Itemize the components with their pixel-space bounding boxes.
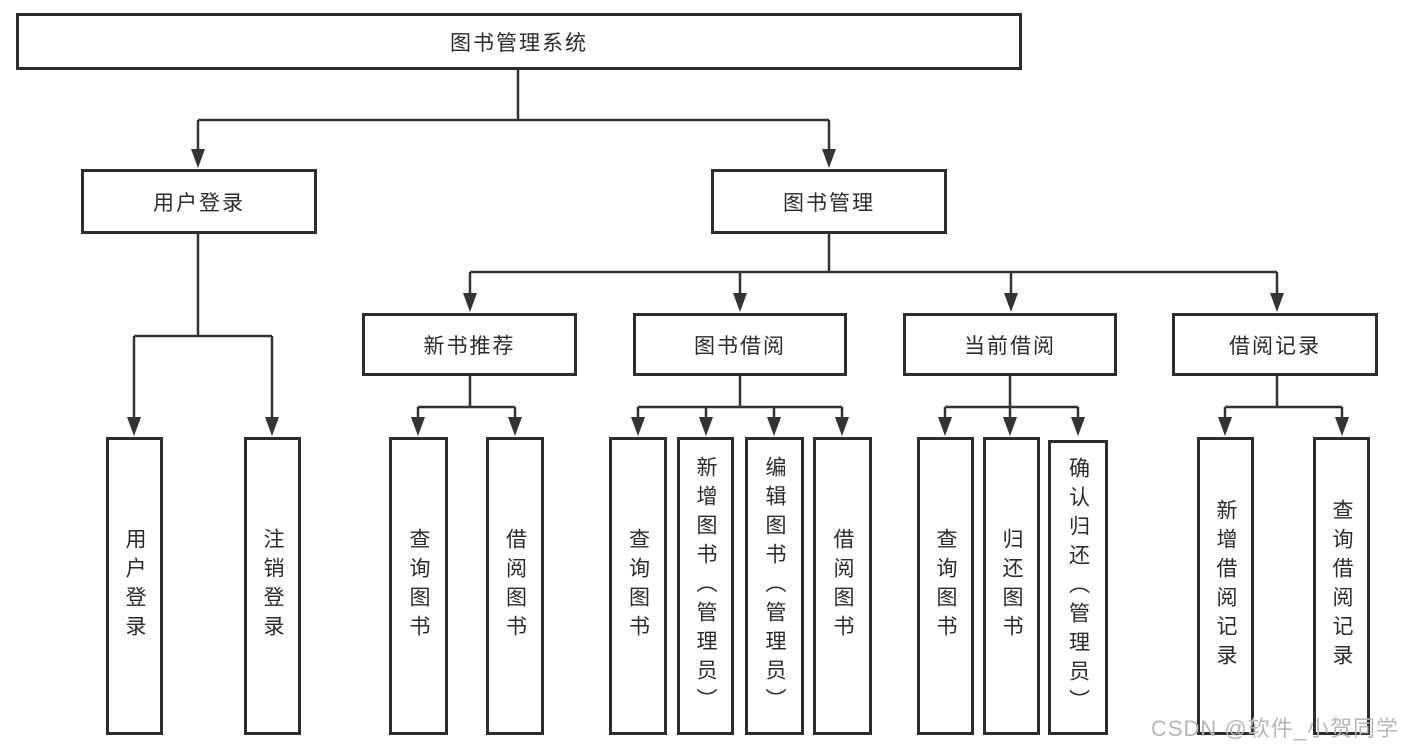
leaf-confirm-return-admin: 确认归还（管理员） bbox=[1048, 440, 1108, 735]
node-book-management: 图书管理 bbox=[711, 169, 947, 234]
leaf-borrow-books-borrowing: 借阅图书 bbox=[813, 437, 872, 735]
leaf-logout: 注销登录 bbox=[244, 437, 301, 735]
node-root: 图书管理系统 bbox=[16, 13, 1022, 70]
leaf-add-borrow-record: 新增借阅记录 bbox=[1197, 437, 1254, 735]
node-user-login: 用户登录 bbox=[81, 169, 317, 234]
node-current-borrowing: 当前借阅 bbox=[903, 313, 1117, 376]
leaf-edit-book-admin: 编辑图书（管理员） bbox=[745, 437, 804, 735]
leaf-query-borrow-record: 查询借阅记录 bbox=[1313, 437, 1370, 735]
node-new-book-recommendation: 新书推荐 bbox=[362, 313, 577, 376]
leaf-query-books-current: 查询图书 bbox=[917, 437, 974, 735]
leaf-add-book-admin: 新增图书（管理员） bbox=[677, 437, 734, 735]
leaf-return-book: 归还图书 bbox=[983, 437, 1040, 735]
leaf-borrow-books-recommend: 借阅图书 bbox=[486, 437, 544, 735]
arrowhead-icons bbox=[127, 149, 1349, 436]
node-borrowing-records: 借阅记录 bbox=[1172, 313, 1378, 376]
node-book-borrowing: 图书借阅 bbox=[633, 313, 847, 376]
leaf-user-login: 用户登录 bbox=[106, 437, 163, 735]
leaf-query-books-borrowing: 查询图书 bbox=[609, 437, 667, 735]
leaf-query-books-recommend: 查询图书 bbox=[389, 437, 448, 735]
